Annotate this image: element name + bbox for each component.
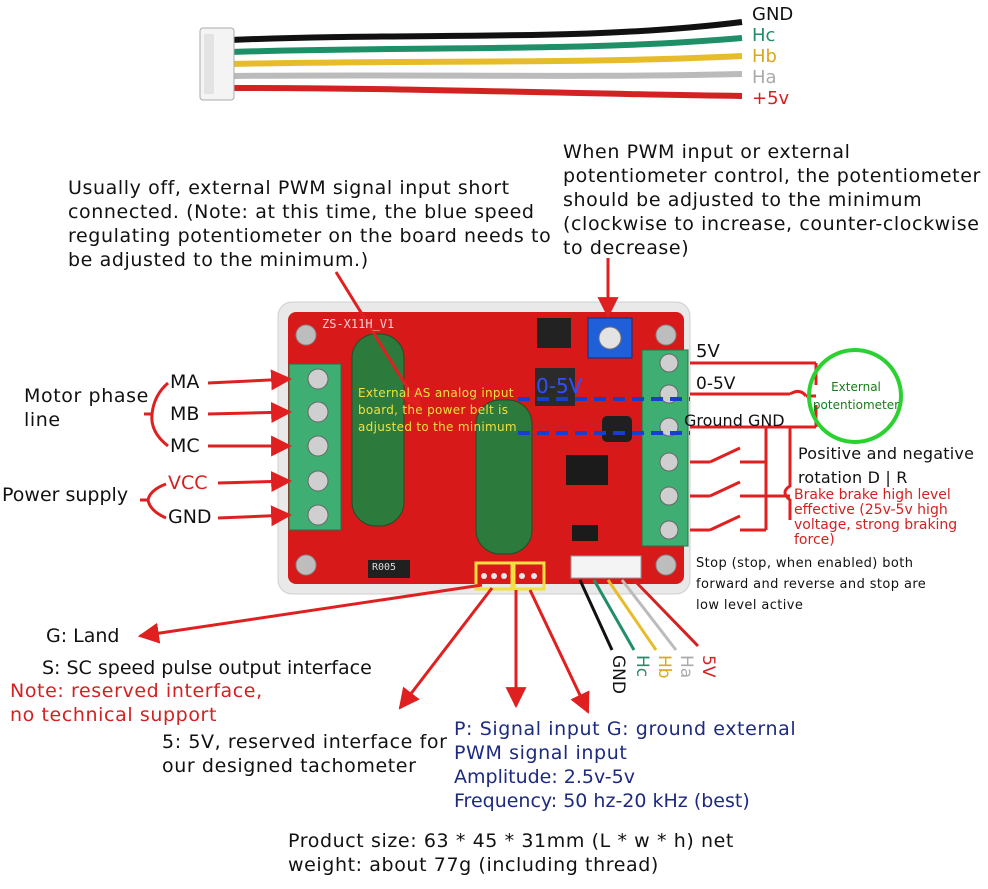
- cable-label-5v: +5v: [752, 88, 790, 109]
- resistor-code: R005: [372, 562, 397, 573]
- bottom-arrows: [137, 583, 590, 714]
- wire-hb: [229, 53, 743, 67]
- top-arrows: [334, 258, 619, 410]
- hall-connector: [570, 555, 642, 579]
- reserved-note: Note: reserved interface, no technical s…: [10, 680, 263, 726]
- left-arrows: [140, 369, 293, 527]
- bottom-connector-wires: [578, 578, 700, 651]
- brake-label: Brake brake high level effective (25v-5v…: [794, 487, 958, 548]
- bottom-label-ha: Ha: [676, 655, 696, 679]
- external-potentiometer-label: External potentiometer: [812, 380, 900, 412]
- ic-top: [537, 318, 571, 348]
- potentiometer-note: When PWM input or external potentiometer…: [563, 141, 981, 259]
- pwm-signal-input: P: Signal input G: ground external PWM s…: [454, 718, 797, 764]
- motor-phase-label: Motor phase line: [24, 385, 149, 431]
- shunt-resistor: [368, 560, 410, 578]
- g-land-label: G: Land: [46, 625, 120, 647]
- pwm-header-highlight: [512, 561, 546, 591]
- analog-overlay-text: External AS analog input board, the powe…: [358, 386, 517, 434]
- overlay-voltage: 0-5V: [536, 374, 583, 398]
- cable-label-ha: Ha: [752, 67, 777, 88]
- bottom-label-hc: Hc: [632, 655, 652, 678]
- terminal-ma: MA: [170, 371, 200, 393]
- ic-driver: [566, 455, 608, 485]
- driver-board: [277, 301, 691, 595]
- left-terminal-screws: [307, 368, 329, 526]
- rotation-label: Positive and negative rotation D | R: [798, 444, 975, 487]
- bottom-label-5v: 5V: [698, 655, 718, 678]
- bottom-label-hb: Hb: [654, 655, 674, 679]
- terminal-mb: MB: [170, 403, 200, 425]
- amplitude-label: Amplitude: 2.5v-5v: [454, 766, 635, 788]
- power-supply-label: Power supply: [2, 484, 129, 506]
- right-wiring: [690, 361, 818, 532]
- terminal-vcc: VCC: [168, 472, 208, 494]
- cable-label-hc: Hc: [752, 25, 776, 46]
- external-potentiometer-circle: [807, 348, 903, 444]
- cable-label-gnd: GND: [752, 4, 794, 25]
- hall-sensor-cable: [199, 19, 743, 101]
- bottom-label-gnd: GND: [608, 655, 628, 694]
- terminal-5v: 5V: [696, 341, 720, 362]
- right-terminal-block: [641, 349, 689, 547]
- board-model-label: ZS-X11H_V1: [322, 317, 395, 331]
- capacitor-1: [351, 333, 405, 527]
- wire-5v: [229, 85, 743, 99]
- terminal-0-5v: 0-5V: [696, 374, 736, 394]
- frequency-label: Frequency: 50 hz-20 kHz (best): [454, 790, 750, 812]
- product-size-label: Product size: 63 * 45 * 31mm (L * w * h)…: [288, 830, 734, 876]
- terminal-gnd: GND: [168, 506, 212, 528]
- wire-ha: [229, 71, 743, 79]
- wire-hc: [229, 35, 743, 55]
- wire-gnd: [229, 19, 743, 43]
- cable-label-hb: Hb: [752, 46, 777, 67]
- pwm-short-note: Usually off, external PWM signal input s…: [68, 177, 552, 271]
- capacitor-2: [475, 399, 533, 555]
- analog-input-dashed-lines: [518, 397, 690, 435]
- five-v-note: 5: 5V, reserved interface for our design…: [162, 731, 448, 777]
- speed-header-highlight: [474, 561, 514, 591]
- s-speed-label: S: SC speed pulse output interface: [42, 657, 372, 679]
- terminal-ground-gnd: Ground GND: [684, 411, 785, 430]
- terminal-mc: MC: [170, 435, 200, 457]
- stop-label: Stop (stop, when enabled) both forward a…: [696, 556, 927, 613]
